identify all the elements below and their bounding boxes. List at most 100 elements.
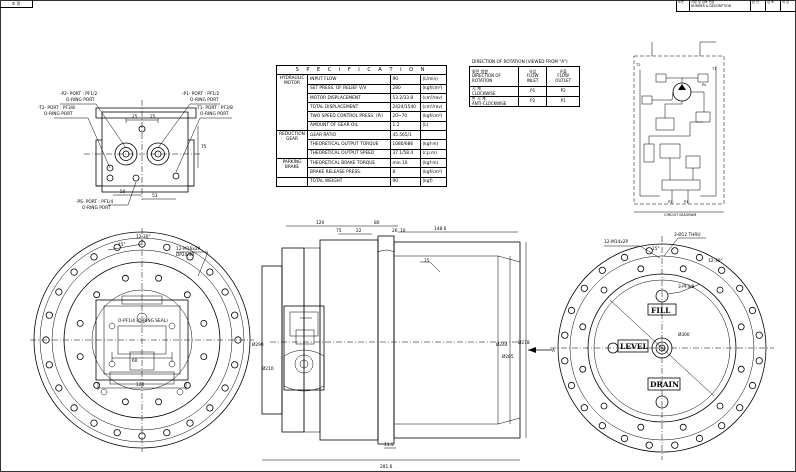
bolt-hole	[579, 323, 587, 331]
bolt-hole	[671, 441, 679, 449]
side-dim-80: 80	[374, 220, 380, 226]
bolt-hole	[737, 323, 745, 331]
left-bolt-note: 12-M16x2P	[176, 246, 200, 252]
bolt-hole	[155, 274, 163, 282]
side-dim-115: 11.5	[384, 442, 394, 448]
bolt-hole	[206, 268, 214, 276]
label-t2-port: -T2- PORT : PF3/8	[38, 105, 75, 111]
bolt-hole	[755, 357, 763, 365]
bolt-hole	[186, 253, 194, 261]
bolt-hole	[679, 423, 687, 431]
direction-head-dir-en: DIRECTION OF ROTATION	[472, 73, 501, 83]
bolt-hole	[200, 319, 208, 327]
label-p2-port: -P2- PORT : PF1/2	[60, 91, 97, 97]
bolt-hole	[90, 419, 98, 427]
specification-table: S P E C I F I C A T I O N HYDRAULIC MOTO…	[276, 64, 448, 187]
left-oring-note: O-PF1/4 (O-RING SEAL)	[118, 318, 168, 324]
left-angle: 15°	[118, 242, 126, 248]
title-cell-drawing: 도면	[676, 0, 689, 11]
bolt-hole	[163, 429, 171, 437]
top-dim-3: 75	[201, 144, 207, 150]
bolt-hole	[113, 243, 121, 251]
direction-cw-kr: 시 계	[472, 86, 481, 91]
side-dim-15: 15	[424, 258, 430, 264]
side-dim-2816: 281.6	[380, 464, 393, 470]
bolt-hole	[163, 243, 171, 251]
bolt-hole	[231, 361, 239, 369]
bolt-hole	[695, 253, 704, 262]
bolt-hole	[755, 331, 763, 339]
right-dia-300: Ø300	[678, 331, 690, 338]
bolt-hole	[221, 384, 229, 392]
side-dim-26: 26	[392, 228, 398, 234]
bolt-hole	[579, 365, 587, 373]
bolt-hole	[679, 265, 687, 273]
bolt-hole	[122, 274, 129, 282]
corner-label: 조 정	[0, 0, 33, 8]
label-ps-sub: O-RING PORT	[82, 205, 111, 211]
direction-table: 회전 방향 DIRECTION OF ROTATION 유입 FLOW INLE…	[469, 66, 580, 108]
bolt-hole	[234, 336, 242, 344]
bolt-hole	[183, 291, 191, 299]
bolt-hole	[93, 381, 101, 389]
bolt-hole	[155, 398, 163, 406]
side-dia-210: Ø210	[262, 365, 274, 372]
top-port-view	[54, 100, 232, 206]
bolt-hole	[748, 306, 757, 315]
direction-head-dir-kr: 회전 방향	[472, 68, 488, 74]
bolt-hole	[113, 429, 121, 437]
direction-head-dir: 회전 방향 DIRECTION OF ROTATION	[469, 66, 519, 87]
bolt-hole	[600, 286, 608, 294]
label-p2-sub: O-RING PORT	[66, 97, 95, 103]
bolt-hole	[736, 404, 744, 412]
bolt-hole	[45, 311, 53, 319]
bolt-hole	[598, 266, 606, 274]
side-dia-278: Ø278	[518, 339, 530, 346]
bolt-hole	[737, 365, 745, 373]
title-block: 도면 지정 및 검토 번호 NUMBER & DESCRIPTION 승 인 검…	[676, 0, 796, 12]
bolt-hole	[122, 398, 129, 406]
direction-head-outlet-kr: 유출	[559, 68, 567, 74]
bolt-hole	[620, 434, 629, 443]
bolt-hole	[580, 284, 588, 292]
bolt-hole	[138, 240, 146, 248]
direction-cw-en: CLOCKWISE	[472, 90, 496, 96]
left-dim-60: 60	[132, 358, 138, 364]
bolt-hole	[90, 253, 98, 261]
side-dim-1486: 148.6	[434, 226, 447, 232]
bolt-hole	[561, 357, 569, 365]
top-dim-4: 50	[120, 189, 126, 195]
circuit-label-t1: T1	[711, 67, 716, 71]
bolt-hole	[671, 247, 679, 255]
title-cell-number-label: 지정 및 검토 번호	[691, 0, 715, 4]
right-thru-note2: 3-PF3/8	[678, 284, 695, 290]
bolt-hole	[183, 381, 191, 389]
bolt-hole	[186, 419, 194, 427]
bolt-hole	[598, 422, 606, 430]
bolt-hole	[561, 331, 569, 339]
bolt-hole	[637, 423, 645, 431]
right-angle: 15°	[652, 246, 660, 252]
direction-ccw-kr: 반 시 계	[472, 96, 486, 102]
bolt-hole	[580, 404, 588, 412]
direction-ccw-en: ANTI-CLOCKWISE	[472, 100, 507, 106]
label-t1-port: -T1- PORT : PF3/8	[196, 105, 233, 111]
top-dim-2: 25	[150, 114, 156, 120]
bolt-hole	[718, 266, 726, 274]
side-view	[261, 225, 552, 461]
bolt-hole	[221, 288, 229, 296]
side-dim-120: 120	[316, 220, 324, 226]
left-end-view	[30, 228, 254, 452]
side-dim-22: 22	[356, 228, 362, 234]
spec-total-unit: (kgf)	[419, 176, 448, 187]
circuit-diagram	[633, 41, 725, 213]
fill-label: FILL	[651, 306, 671, 315]
left-angle2: 12-30°	[136, 234, 151, 240]
title-cell-number: 지정 및 검토 번호 NUMBER & DESCRIPTION	[689, 0, 750, 11]
left-bolt-note2: DP24/30	[176, 252, 195, 258]
direction-head-outlet-en: FLOW OUTLET	[555, 73, 572, 83]
bolt-hole	[206, 404, 214, 412]
